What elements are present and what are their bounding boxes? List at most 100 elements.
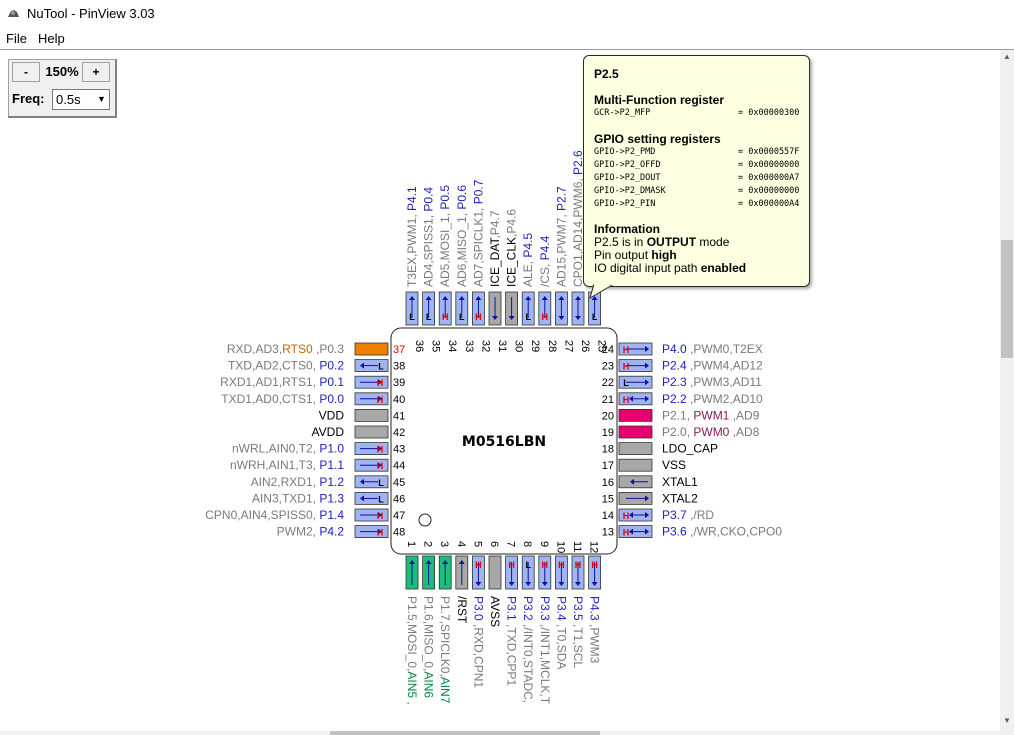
zoom-in-button[interactable]: + <box>82 62 110 82</box>
scroll-up-icon[interactable]: ▲ <box>1003 52 1011 61</box>
pin-bottom-4[interactable]: 4/RST <box>455 541 469 624</box>
pin-bottom-1[interactable]: 1P1.5,MOSI_0,AIN5 , <box>405 541 419 705</box>
pin-number: 29 <box>529 340 541 352</box>
arrow-head <box>508 582 515 586</box>
pin-label: XTAL2 <box>662 491 698 505</box>
pin-bottom-2[interactable]: 2P1.6,MISO_0,AIN6 <box>422 541 436 698</box>
pin-label: CPN0,AIN4,SPISS0, P1.4 <box>205 508 344 522</box>
tooltip-reg-value: = 0x000000A4 <box>738 199 800 209</box>
vertical-scrollbar[interactable]: ▲ ▼ <box>1000 50 1014 735</box>
pin-number: 37 <box>393 344 405 356</box>
arrow-head <box>645 362 649 369</box>
zoom-out-button[interactable]: - <box>12 62 40 82</box>
tooltip-info-output: Pin output high <box>594 248 677 262</box>
menu-help[interactable]: Help <box>38 31 65 46</box>
horizontal-scrollbar[interactable] <box>0 731 1000 735</box>
pin-number: 22 <box>602 377 614 389</box>
pin-label: P3.6 ,/WR,CKO,CPO0 <box>662 525 782 539</box>
pin-top-28[interactable]: H28/CS, P4.4 <box>538 235 558 352</box>
h-scroll-thumb[interactable] <box>330 731 600 735</box>
pin-label: nWRH,AIN1,T3, P1.1 <box>230 458 344 472</box>
tooltip-reg-value: = 0x000000A7 <box>738 173 800 183</box>
pin-label: AIN2,RXD1, P1.2 <box>251 475 345 489</box>
pin-state: L <box>378 478 384 488</box>
pin-label: P1.6,MISO_0,AIN6 <box>422 596 436 698</box>
menu-bar: File Help <box>0 28 1014 50</box>
pin-label: RXD1,AD1,RTS1, P0.1 <box>220 375 344 389</box>
pin-label: TXD,AD2,CTS0, P0.2 <box>228 359 344 373</box>
arrow-head <box>630 478 634 485</box>
arrow-head <box>645 346 649 352</box>
arrow-head <box>458 560 465 564</box>
arrow-head <box>378 395 382 402</box>
pin-label: AD15,PWM7, P2.7 <box>554 186 568 287</box>
pin-label: AD7,SPICLK1, P0.7 <box>471 179 485 287</box>
pin-label: P2.4 ,PWM4,AD12 <box>662 359 763 373</box>
pin-state: L <box>378 494 384 504</box>
arrow-head <box>558 296 565 300</box>
freq-select[interactable]: 0.5s ▼ <box>52 89 110 110</box>
arrow-head <box>458 296 465 300</box>
arrow-head <box>425 560 432 564</box>
title-bar: NuTool - PinView 3.03 <box>0 0 1014 28</box>
pin-label: nWRL,AIN0,T2, P1.0 <box>232 442 344 456</box>
arrow-head <box>558 582 565 586</box>
pin-number: 46 <box>393 493 405 505</box>
pin-number: 40 <box>393 394 405 406</box>
tooltip-info-mode: P2.5 is in OUTPUT mode <box>594 235 730 249</box>
pin-label: P3.4 ,T0,SDA <box>554 596 568 669</box>
app-icon <box>8 10 19 17</box>
arrow-head <box>360 495 364 502</box>
pin-bottom-3[interactable]: 3P1.7,SPICLK0,AIN7 <box>438 541 452 704</box>
pin-state: H <box>442 312 449 322</box>
scroll-down-icon[interactable]: ▼ <box>1003 716 1011 725</box>
pin-state: H <box>377 511 384 521</box>
pin-number: 31 <box>496 340 508 352</box>
pin-number: 2 <box>422 541 434 547</box>
menu-file[interactable]: File <box>6 31 27 46</box>
scroll-thumb[interactable] <box>1001 240 1013 358</box>
